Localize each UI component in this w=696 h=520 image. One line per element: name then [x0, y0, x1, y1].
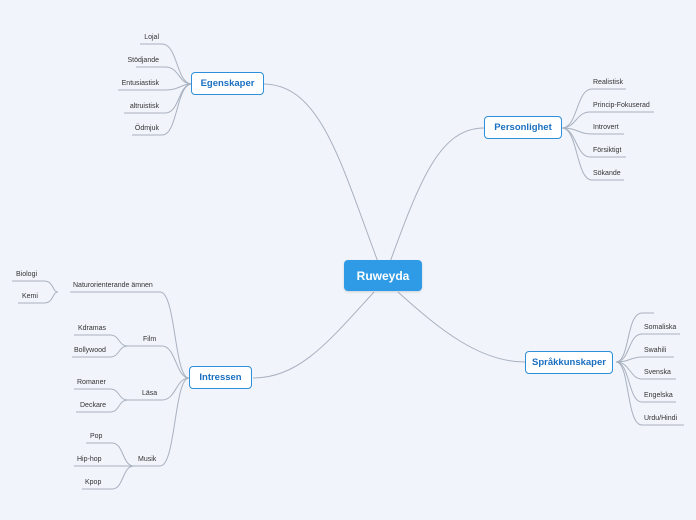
leaf-odmjuk[interactable]: Ödmjuk [134, 125, 159, 132]
subtopic-film[interactable]: Film [143, 336, 157, 343]
leaf-altruistisk[interactable]: altruistisk [129, 103, 159, 110]
leaf-hip-hop[interactable]: Hip-hop [77, 456, 102, 463]
leaf-entusiastisk[interactable]: Entusiastisk [121, 80, 159, 87]
subtopic-lasa[interactable]: Läsa [142, 390, 158, 397]
leaf-kpop[interactable]: Kpop [85, 479, 102, 486]
topic-intressen[interactable]: Intressen [189, 366, 252, 389]
leaf-princip-fokuserad[interactable]: Princip-Fokuserad [593, 102, 650, 109]
leaf-svenska[interactable]: Svenska [644, 369, 671, 376]
leaf-kemi[interactable]: Kemi [22, 293, 38, 300]
leaf-stodjande[interactable]: Stödjande [127, 57, 159, 64]
leaf-introvert[interactable]: Introvert [593, 124, 619, 131]
subtopic-musik[interactable]: Musik [138, 456, 157, 463]
leaf-realistisk[interactable]: Realistisk [593, 79, 623, 86]
leaf-sokande[interactable]: Sökande [593, 170, 621, 177]
leaf-kdramas[interactable]: Kdramas [78, 325, 107, 332]
leaf-biologi[interactable]: Biologi [16, 271, 38, 278]
topic-egenskaper[interactable]: Egenskaper [191, 72, 264, 95]
leaf-romaner[interactable]: Romaner [77, 379, 106, 386]
leaf-bollywood[interactable]: Bollywood [74, 347, 106, 354]
leaf-lojal[interactable]: Lojal [144, 34, 159, 41]
central-topic[interactable]: Ruweyda [344, 260, 422, 291]
subtopic-naturorienterande[interactable]: Naturorienterande ämnen [73, 282, 153, 289]
leaf-pop[interactable]: Pop [90, 433, 103, 440]
leaf-urdu-hindi[interactable]: Urdu/Hindi [644, 415, 678, 422]
leaf-swahili[interactable]: Swahili [644, 347, 667, 354]
topic-sprakkunskaper[interactable]: Språkkunskaper [525, 351, 613, 374]
leaf-deckare[interactable]: Deckare [80, 402, 107, 409]
topic-personlighet[interactable]: Personlighet [484, 116, 562, 139]
leaf-engelska[interactable]: Engelska [644, 392, 673, 399]
leaf-somaliska[interactable]: Somaliska [644, 324, 677, 331]
leaf-forsiktigt[interactable]: Försiktigt [593, 147, 622, 154]
